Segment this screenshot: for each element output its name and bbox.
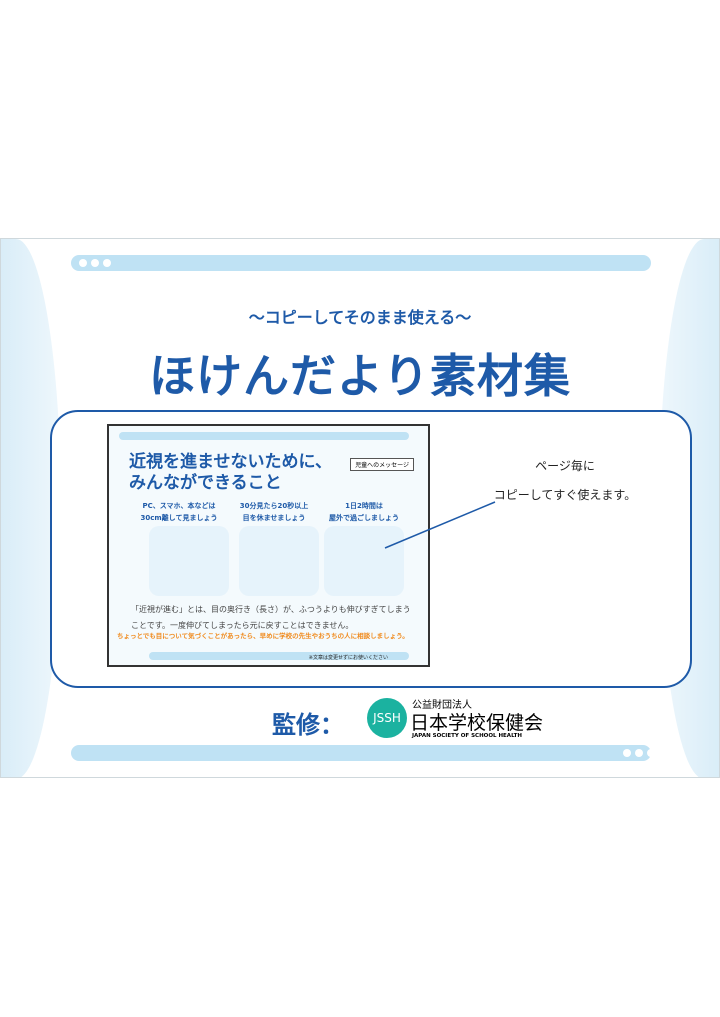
top-bar: [71, 255, 651, 271]
child-reading-illustration: [149, 526, 229, 596]
window-rest-illustration: [239, 526, 319, 596]
sample-heading: 近視を進ませないために、みんなができること: [129, 452, 332, 493]
org-type: 公益財団法人: [412, 700, 472, 711]
message-tag: 児童へのメッセージ: [350, 458, 414, 471]
subtitle: 〜コピーしてそのまま使える〜: [248, 308, 472, 327]
org-name: 日本学校保健会: [410, 712, 544, 734]
children-outdoors-illustration: [324, 526, 404, 596]
sample-page-thumbnail: 近視を進ませないために、みんなができること 児童へのメッセージ PC、スマホ、本…: [107, 424, 430, 667]
org-english: JAPAN SOCIETY OF SCHOOL HEALTH: [412, 733, 523, 739]
sample-advice: ちょっとでも目について気づくことがあったら、早めに学校の先生やおうちの人に相談し…: [117, 632, 409, 640]
supervision-label: 監修：: [272, 711, 344, 739]
tip-2: 30分見たら20秒以上目を休ませましょう: [239, 502, 309, 522]
jssh-logo: JSSH: [367, 698, 407, 738]
callout-line2: コピーしてすぐ使えます。: [493, 488, 637, 502]
page-title: ほけんだより素材集: [148, 349, 572, 403]
callout-line1: ページ毎に: [535, 459, 595, 473]
bottom-bar: [71, 745, 651, 761]
sample-footer-note: ※文章は変更せずにお使いください: [308, 655, 388, 661]
tip-3: 1日2時間は屋外で過ごしましょう: [329, 502, 399, 522]
sample-body: 「近視が進む」とは、目の奥行き（長さ）が、ふつうよりも伸びすぎてしまうことです。…: [131, 605, 411, 630]
